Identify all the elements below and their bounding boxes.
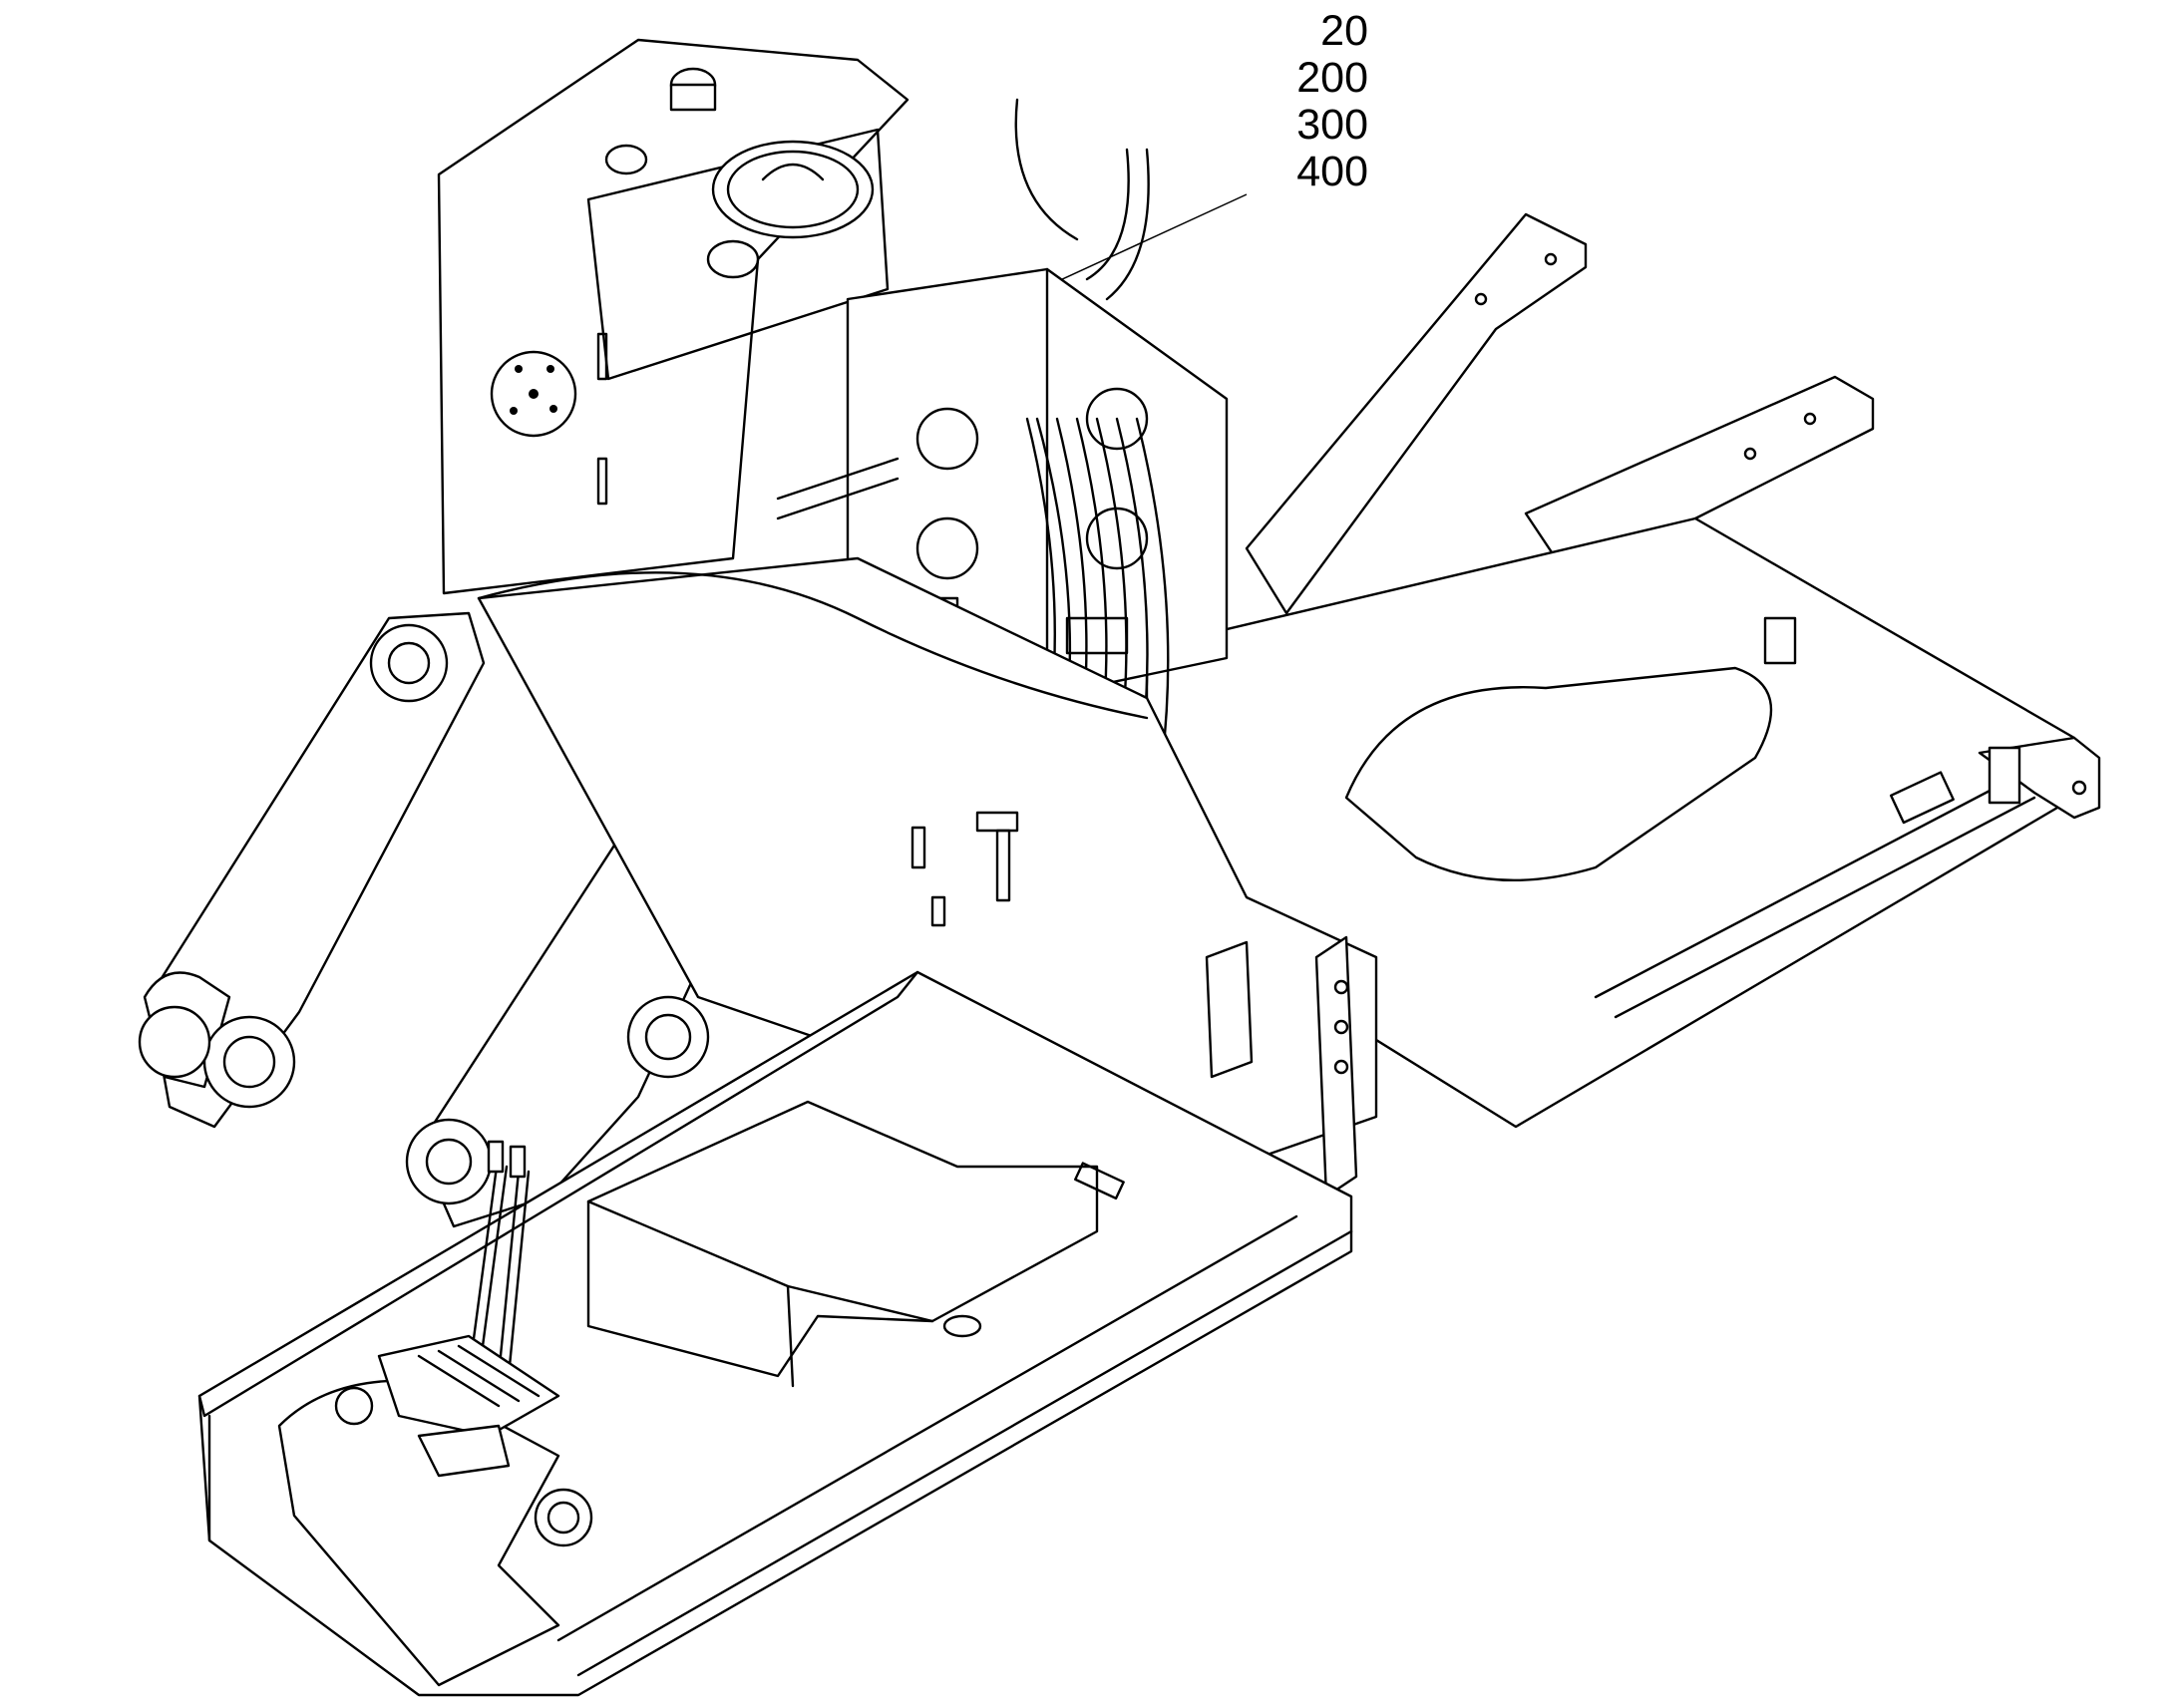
travel-pedals (377, 1140, 560, 1478)
callout-labels: 20 200 300 400 (1259, 8, 1368, 195)
callout-200: 200 (1296, 54, 1368, 102)
callout-300: 300 (1296, 101, 1368, 149)
callout-400: 400 (1296, 148, 1368, 195)
boom-mount-left (138, 611, 486, 1129)
hydraulic-tank (437, 38, 909, 595)
callout-20: 20 (1320, 7, 1368, 55)
right-frame (1145, 212, 2101, 1129)
